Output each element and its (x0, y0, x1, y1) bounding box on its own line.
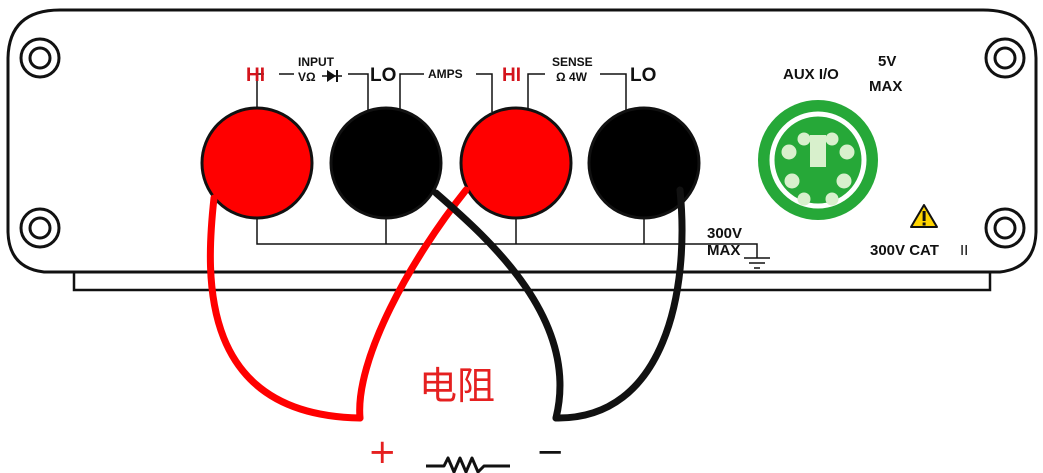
black-lead-input-lo (432, 189, 564, 422)
input-hi-terminal[interactable] (200, 106, 314, 220)
cat-rating-label: 300V CAT (870, 242, 939, 259)
warning-icon (910, 204, 938, 228)
resistor-label: 电阻 (419, 364, 495, 408)
max-voltage-value: 300V (707, 225, 742, 242)
screw-top-left (19, 37, 61, 79)
screw-bottom-left (19, 207, 61, 249)
sense-label: SENSE (552, 55, 593, 69)
aux-limit-label: MAX (869, 78, 902, 95)
aux-limit-value: 5V (878, 53, 896, 70)
v-ohm-label: VΩ (298, 70, 316, 84)
black-lead-sense-lo (552, 186, 686, 422)
aux-io-connector[interactable] (758, 100, 878, 220)
sense-hi-terminal[interactable] (459, 106, 573, 220)
red-lead-sense-hi (356, 186, 470, 422)
max-voltage-label: MAX (707, 242, 740, 259)
screw-top-right (984, 37, 1026, 79)
resistor-symbol (426, 456, 510, 473)
input-lo-label: LO (370, 65, 396, 86)
amps-label: AMPS (428, 67, 463, 81)
sense-lo-label: LO (630, 65, 656, 86)
diode-icon (322, 70, 342, 82)
screw-bottom-right (984, 207, 1026, 249)
sense-hi-label: HI (502, 65, 521, 86)
input-label: INPUT (298, 55, 335, 69)
aux-io-label: AUX I/O (783, 66, 839, 83)
input-lo-terminal[interactable] (329, 106, 443, 220)
minus-terminal-sign: − (536, 432, 565, 472)
sense-lo-terminal[interactable] (587, 106, 701, 220)
cat-class-label: II (960, 242, 968, 259)
ohm-4w-label: Ω 4W (556, 70, 588, 84)
red-lead-input-hi (206, 194, 364, 422)
plus-terminal-sign: + (368, 432, 397, 472)
input-hi-label: HI (246, 65, 265, 86)
